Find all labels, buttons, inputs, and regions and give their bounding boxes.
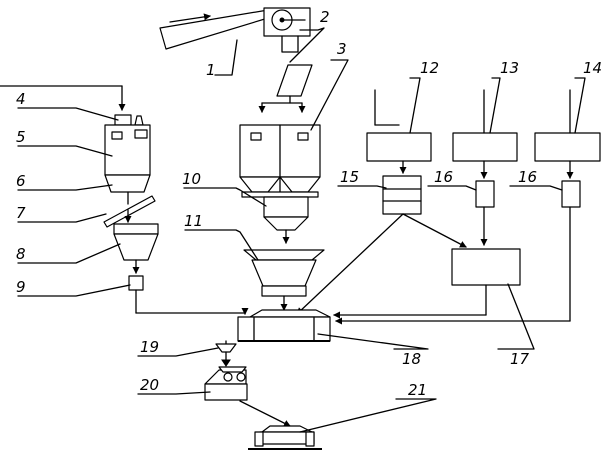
label-6: 6 xyxy=(16,172,26,190)
main-mixer xyxy=(237,309,331,342)
belt-conveyor xyxy=(159,7,311,53)
label-14: 14 xyxy=(583,59,602,77)
label-21: 21 xyxy=(408,381,427,399)
label-9: 9 xyxy=(16,278,26,296)
label-3: 3 xyxy=(337,40,347,58)
label-17: 17 xyxy=(510,350,530,368)
additive-tank-12 xyxy=(366,132,432,162)
discharge-gate xyxy=(215,343,237,367)
label-19: 19 xyxy=(140,338,159,356)
inclined-plate xyxy=(103,195,156,228)
label-2: 2 xyxy=(320,8,330,26)
double-bunker xyxy=(239,124,321,198)
transport-trolley xyxy=(248,425,322,450)
label-1: 1 xyxy=(206,61,216,79)
receiving-hopper xyxy=(113,223,159,261)
doser-16-left xyxy=(475,180,495,208)
additive-tank-14 xyxy=(534,132,601,162)
label-7: 7 xyxy=(16,204,26,222)
chute-plate xyxy=(276,64,313,97)
label-8: 8 xyxy=(16,245,26,263)
label-12: 12 xyxy=(420,59,439,77)
label-18: 18 xyxy=(402,350,421,368)
label-5: 5 xyxy=(16,128,26,146)
mixing-tank-17 xyxy=(451,248,521,286)
dosing-feeder xyxy=(263,196,309,231)
label-16-left: 16 xyxy=(434,168,453,186)
dosing-unit-15 xyxy=(382,175,422,215)
label-20: 20 xyxy=(140,376,159,394)
small-doser xyxy=(128,275,144,291)
label-11: 11 xyxy=(184,212,203,230)
leader-lines xyxy=(17,27,586,433)
label-4: 4 xyxy=(16,90,26,108)
label-16-right: 16 xyxy=(518,168,537,186)
label-13: 13 xyxy=(500,59,519,77)
doser-16-right xyxy=(561,180,581,208)
moulding-machine xyxy=(204,366,248,401)
mixer-hopper xyxy=(243,249,325,297)
side-bunker xyxy=(0,85,151,205)
additive-tank-13 xyxy=(452,132,518,162)
label-10: 10 xyxy=(182,170,201,188)
label-15: 15 xyxy=(340,168,359,186)
callout-labels: 1 2 3 4 5 6 7 8 9 10 11 12 13 14 15 16 1… xyxy=(16,8,602,399)
